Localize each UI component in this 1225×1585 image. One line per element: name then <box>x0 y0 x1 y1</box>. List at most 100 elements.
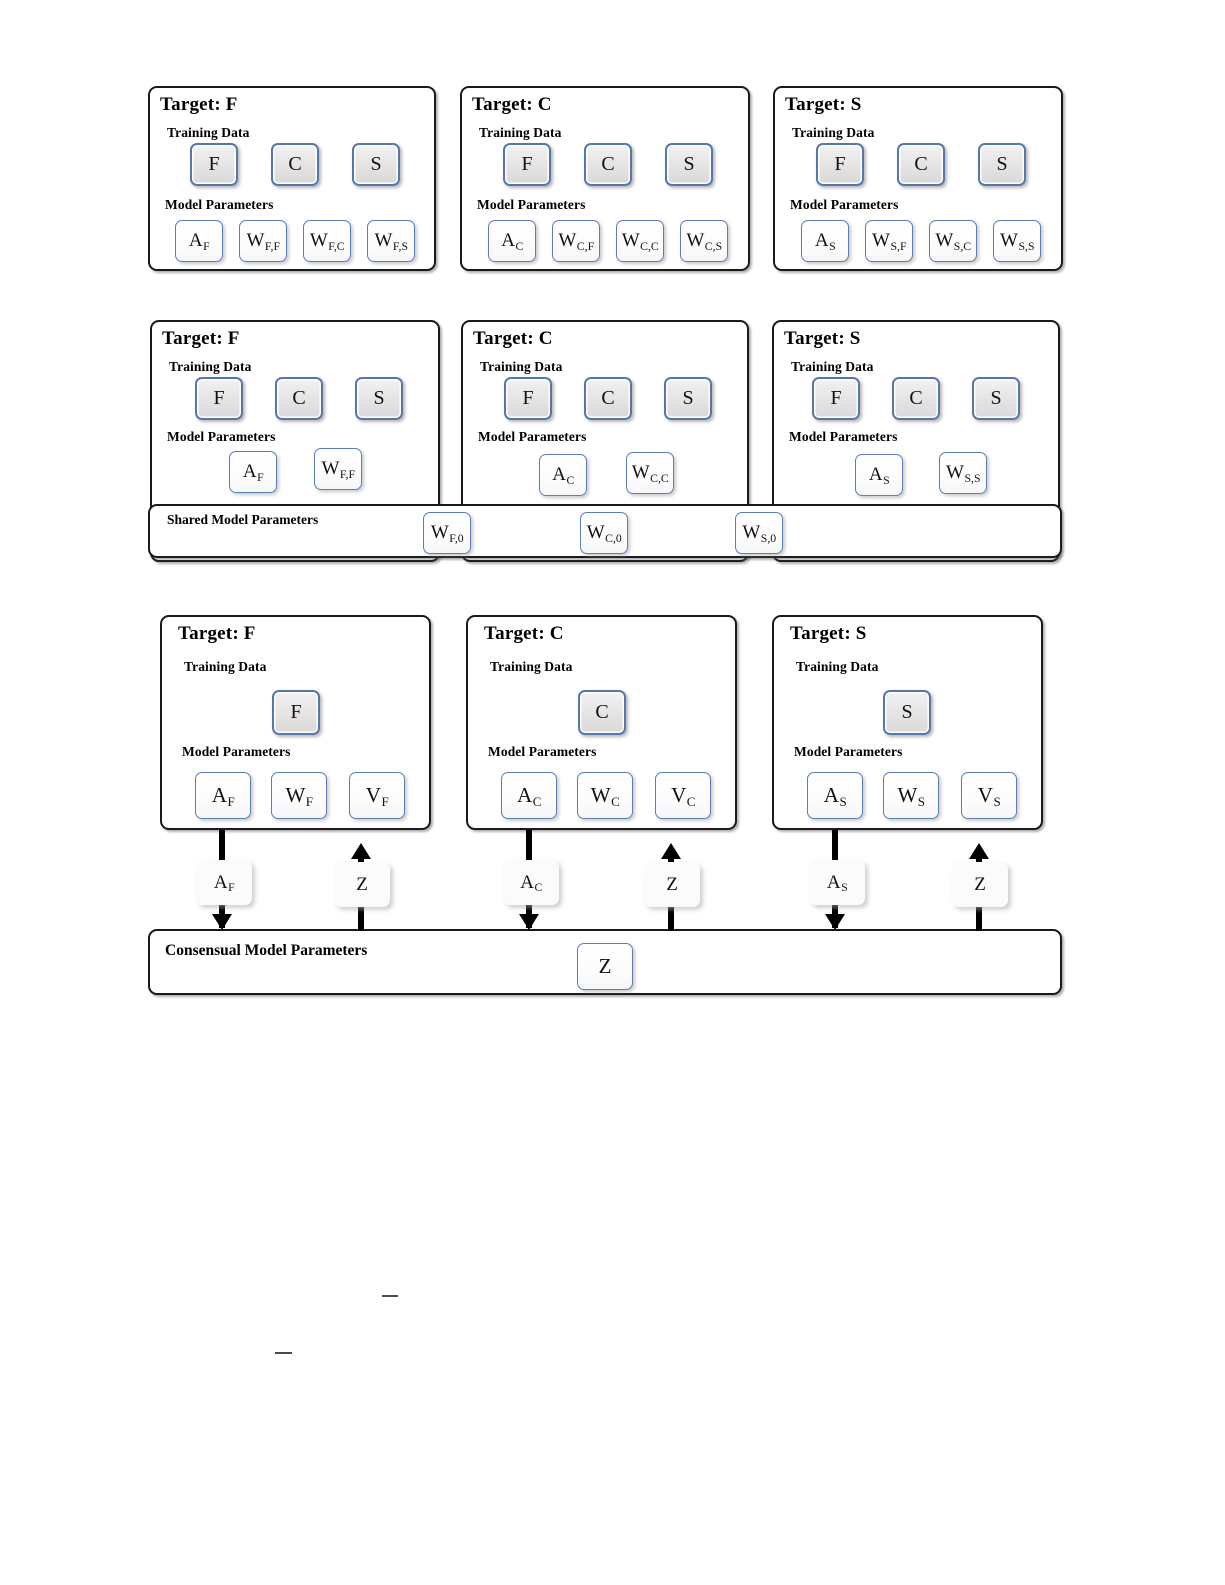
row1-panel-f-param-a-f[interactable]: AF <box>175 220 223 262</box>
param-text: AC <box>501 230 524 253</box>
row3-c-up-arrow-head <box>661 843 681 859</box>
row3-panel-s-training-label: Training Data <box>796 659 879 674</box>
shared-param-w-f0[interactable]: WF,0 <box>423 512 471 554</box>
param-text: AF <box>213 871 235 895</box>
row3-panel-s-param-v-s[interactable]: VS <box>961 772 1017 819</box>
row1-panel-s-param-w-sf[interactable]: WS,F <box>865 220 913 262</box>
row2-panel-s-param-w-ss[interactable]: WS,S <box>939 452 987 494</box>
row1-panel-c-param-w-cc[interactable]: WC,C <box>616 220 664 262</box>
row2-panel-f-data-s[interactable]: S <box>355 377 403 420</box>
row1-panel-f-title: Target: F <box>160 94 238 115</box>
row2-panel-f-data-c[interactable]: C <box>275 377 323 420</box>
param-text: WS <box>897 783 926 810</box>
row1-panel-c-param-w-cf[interactable]: WC,F <box>552 220 600 262</box>
row1-panel-f-training-label: Training Data <box>167 125 250 140</box>
param-text: Z <box>598 954 612 978</box>
param-text: WC <box>590 783 620 810</box>
row2-panel-c-data-c[interactable]: C <box>584 377 632 420</box>
row3-panel-f-data-f[interactable]: F <box>272 690 320 735</box>
param-text: VC <box>671 783 696 810</box>
row2-panel-c-param-w-cc[interactable]: WC,C <box>626 452 674 494</box>
row3-panel-s-title: Target: S <box>790 623 867 644</box>
param-text: Z <box>974 873 986 895</box>
param-text: VS <box>977 783 1001 810</box>
row3-s-up-arrow-box[interactable]: Z <box>952 862 1008 907</box>
row1-panel-f-param-w-ff[interactable]: WF,F <box>239 220 287 262</box>
row2-panel-s-data-s[interactable]: S <box>972 377 1020 420</box>
row2-panel-s-data-f[interactable]: F <box>812 377 860 420</box>
row1-panel-s-param-a-s[interactable]: AS <box>801 220 849 262</box>
row3-panel-s-param-a-s[interactable]: AS <box>807 772 863 819</box>
row1-panel-f-param-w-fc[interactable]: WF,C <box>303 220 351 262</box>
row3-panel-f-param-v-f[interactable]: VF <box>349 772 405 819</box>
consensual-param-z[interactable]: Z <box>577 943 633 990</box>
row3-f-down-arrow-box[interactable]: AF <box>196 860 252 905</box>
param-text: WF,0 <box>430 522 464 545</box>
row2-panel-f-param-a-f[interactable]: AF <box>229 451 277 493</box>
row1-panel-s-data-c[interactable]: C <box>897 143 945 186</box>
row3-c-down-arrow-head <box>519 914 539 930</box>
param-text: Z <box>666 873 678 895</box>
row3-panel-c-param-w-c[interactable]: WC <box>577 772 633 819</box>
row1-panel-c-data-f[interactable]: F <box>503 143 551 186</box>
row1-panel-c-param-a-c[interactable]: AC <box>488 220 536 262</box>
param-text: WS,0 <box>742 522 777 545</box>
param-text: VF <box>365 783 389 810</box>
row1-panel-c-data-s[interactable]: S <box>665 143 713 186</box>
row3-c-up-arrow-box[interactable]: Z <box>644 862 700 907</box>
shared-model-parameters-label: Shared Model Parameters <box>167 512 319 527</box>
row1-panel-f-data-c[interactable]: C <box>271 143 319 186</box>
row3-panel-c-data-c[interactable]: C <box>578 690 626 735</box>
row2-panel-s-title: Target: S <box>784 328 861 349</box>
row1-panel-s-data-s[interactable]: S <box>978 143 1026 186</box>
param-text: AS <box>826 871 848 895</box>
row3-f-up-arrow-head <box>351 843 371 859</box>
shared-param-w-s0[interactable]: WS,0 <box>735 512 783 554</box>
row3-panel-c-param-a-c[interactable]: AC <box>501 772 557 819</box>
row2-panel-c-training-label: Training Data <box>480 359 563 374</box>
row3-panel-f-training-label: Training Data <box>184 659 267 674</box>
param-text: WF <box>285 783 314 810</box>
row2-panel-c-data-s[interactable]: S <box>664 377 712 420</box>
row3-panel-f-param-a-f[interactable]: AF <box>195 772 251 819</box>
row2-panel-c-data-f[interactable]: F <box>504 377 552 420</box>
row2-panel-f-title: Target: F <box>162 328 240 349</box>
shared-param-w-c0[interactable]: WC,0 <box>580 512 628 554</box>
row1-panel-f-data-f[interactable]: F <box>190 143 238 186</box>
row2-panel-f-param-w-ff[interactable]: WF,F <box>314 448 362 490</box>
row3-panel-c-title: Target: C <box>484 623 564 644</box>
row1-panel-f-data-s[interactable]: S <box>352 143 400 186</box>
row2-panel-s-param-a-s[interactable]: AS <box>855 454 903 496</box>
row1-panel-f-params-label: Model Parameters <box>165 197 274 212</box>
stray-rule-upper <box>382 1295 398 1297</box>
row2-panel-c-param-a-c[interactable]: AC <box>539 454 587 496</box>
row2-panel-c-title: Target: C <box>473 328 553 349</box>
row3-panel-s-param-w-s[interactable]: WS <box>883 772 939 819</box>
row3-panel-s-params-label: Model Parameters <box>794 744 903 759</box>
row1-panel-s-param-w-ss[interactable]: WS,S <box>993 220 1041 262</box>
param-text: AS <box>868 464 890 487</box>
row2-panel-s-data-c[interactable]: C <box>892 377 940 420</box>
row3-s-down-arrow-box[interactable]: AS <box>809 860 865 905</box>
row1-panel-c-data-c[interactable]: C <box>584 143 632 186</box>
param-text: WF,F <box>246 230 281 253</box>
row1-panel-f-param-w-fs[interactable]: WF,S <box>367 220 415 262</box>
param-text: WC,F <box>558 230 595 253</box>
row3-f-up-arrow-box[interactable]: Z <box>334 862 390 907</box>
param-text: AF <box>211 783 235 810</box>
row3-f-down-arrow-head <box>212 914 232 930</box>
row3-c-down-arrow-box[interactable]: AC <box>503 860 559 905</box>
row1-panel-s-param-w-sc[interactable]: WS,C <box>929 220 977 262</box>
row1-panel-c-param-w-cs[interactable]: WC,S <box>680 220 728 262</box>
row1-panel-s-data-f[interactable]: F <box>816 143 864 186</box>
row3-panel-c-param-v-c[interactable]: VC <box>655 772 711 819</box>
row1-panel-s-title: Target: S <box>785 94 862 115</box>
row2-panel-f-data-f[interactable]: F <box>195 377 243 420</box>
row2-panel-c-params-label: Model Parameters <box>478 429 587 444</box>
param-text: AS <box>823 783 847 810</box>
row3-panel-c-training-label: Training Data <box>490 659 573 674</box>
row3-panel-s-data-s[interactable]: S <box>883 690 931 735</box>
row3-panel-f-param-w-f[interactable]: WF <box>271 772 327 819</box>
stray-rule-lower <box>275 1352 292 1354</box>
